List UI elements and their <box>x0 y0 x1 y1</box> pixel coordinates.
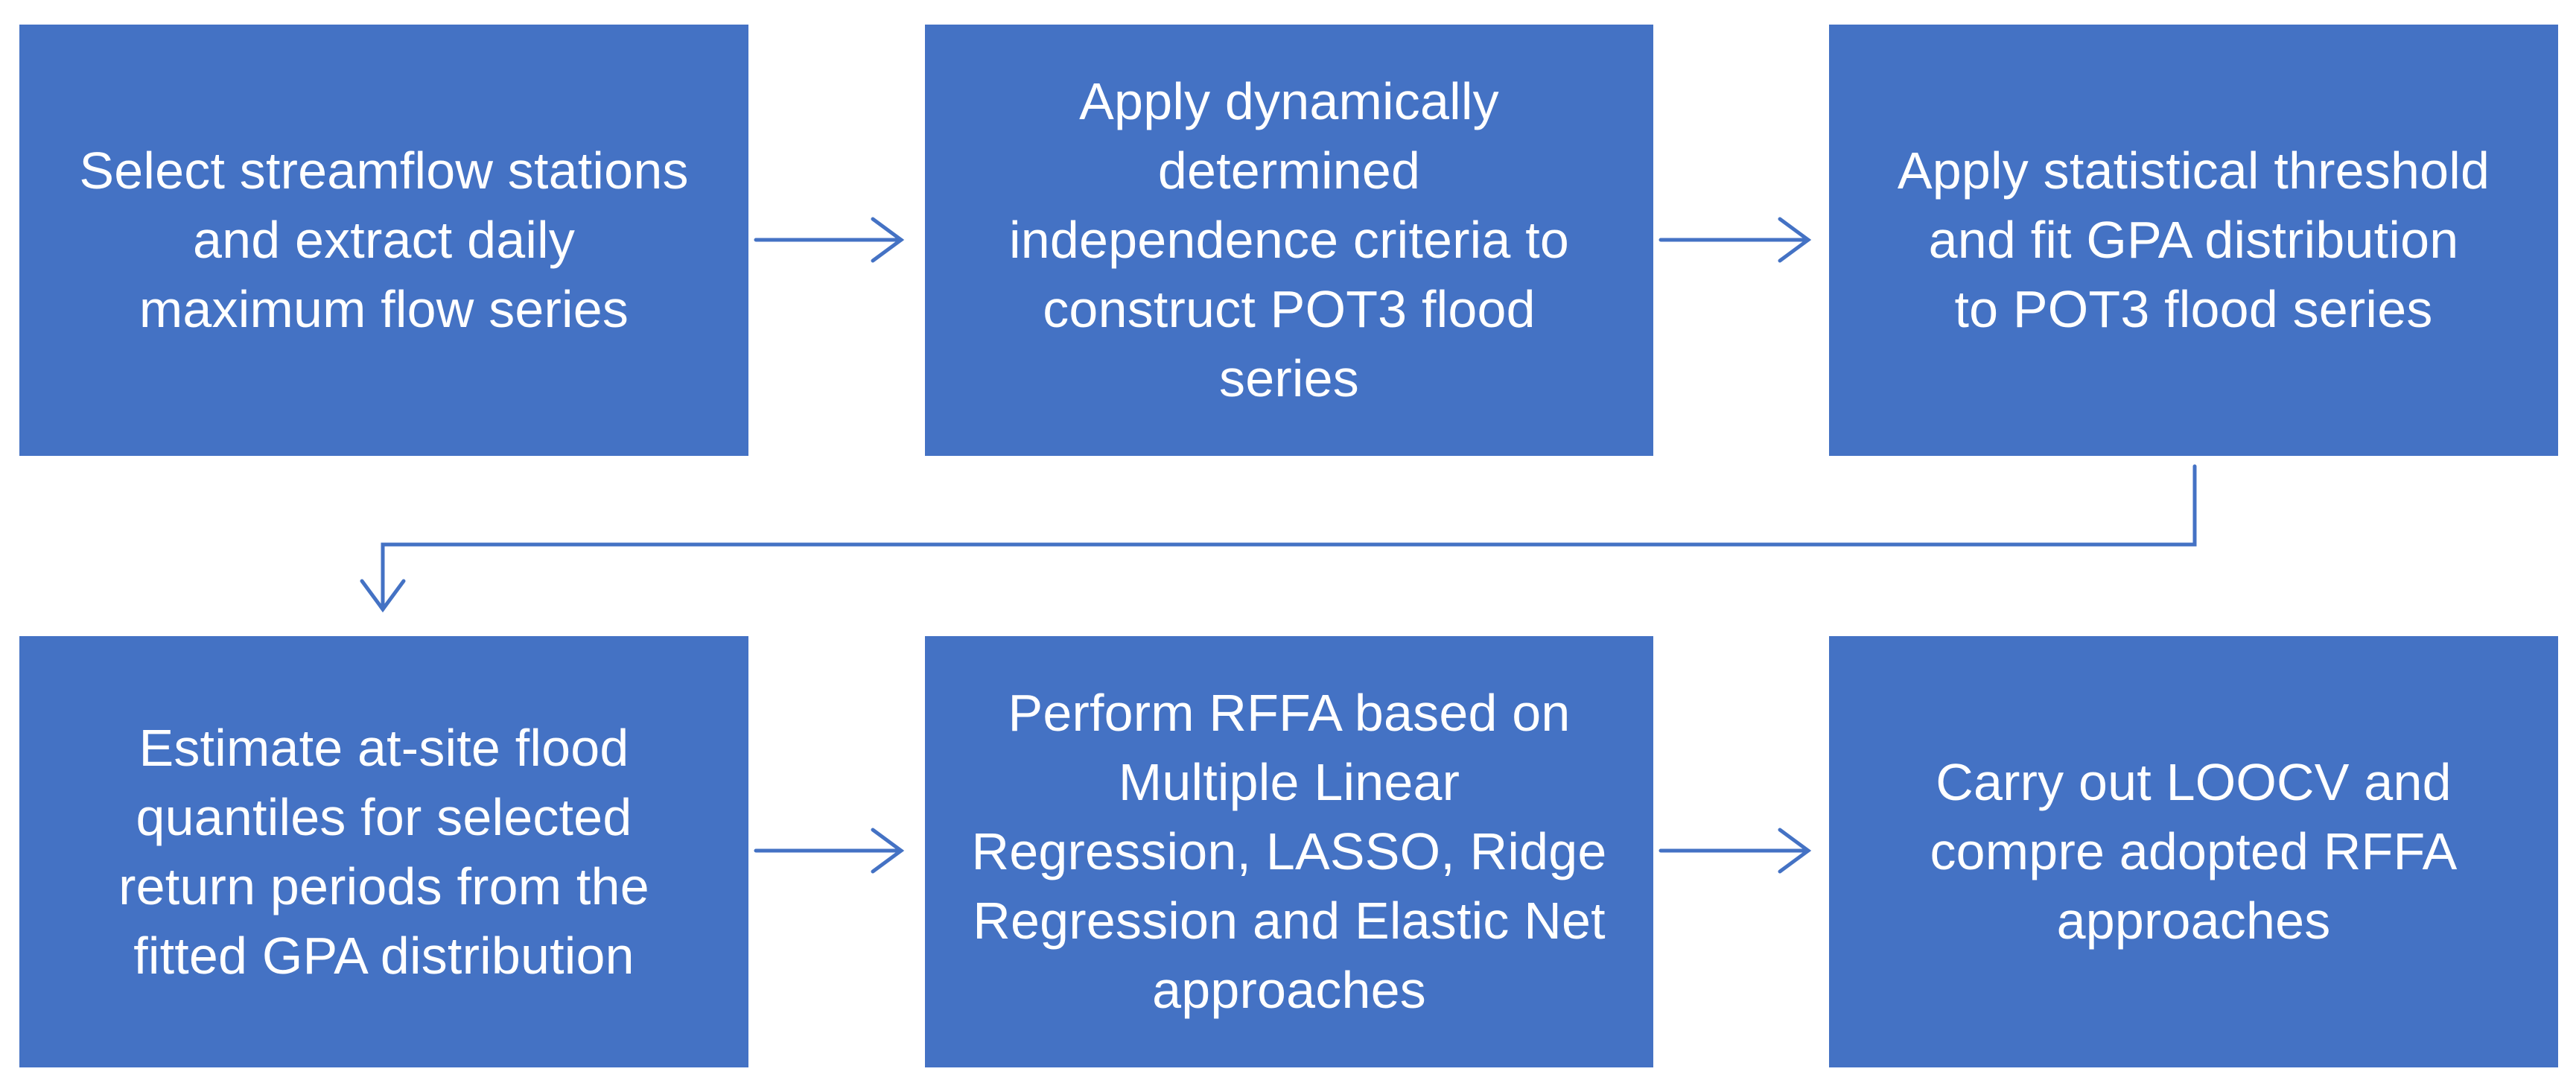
step-6-box: Carry out LOOCV and compre adopted RFFA … <box>1829 636 2558 1067</box>
step-2-text: Apply dynamically determined independenc… <box>1009 72 1569 407</box>
arrow-step2-to-step3 <box>1659 217 1812 263</box>
step-2-box: Apply dynamically determined independenc… <box>925 25 1653 456</box>
arrow-step3-to-step4 <box>360 464 2197 613</box>
step-1-box: Select streamflow stations and extract d… <box>19 25 748 456</box>
arrow-step4-to-step5 <box>754 828 905 874</box>
step-5-text: Perform RFFA based on Multiple Linear Re… <box>971 684 1607 1019</box>
step-6-text: Carry out LOOCV and compre adopted RFFA … <box>1930 753 2458 950</box>
arrow-step1-to-step2 <box>754 217 905 263</box>
step-4-text: Estimate at-site flood quantiles for sel… <box>118 718 649 985</box>
step-3-text: Apply statistical threshold and fit GPA … <box>1897 142 2490 338</box>
step-1-text: Select streamflow stations and extract d… <box>79 142 689 338</box>
arrow-step5-to-step6 <box>1659 828 1812 874</box>
step-4-box: Estimate at-site flood quantiles for sel… <box>19 636 748 1067</box>
step-5-box: Perform RFFA based on Multiple Linear Re… <box>925 636 1653 1067</box>
step-3-box: Apply statistical threshold and fit GPA … <box>1829 25 2558 456</box>
